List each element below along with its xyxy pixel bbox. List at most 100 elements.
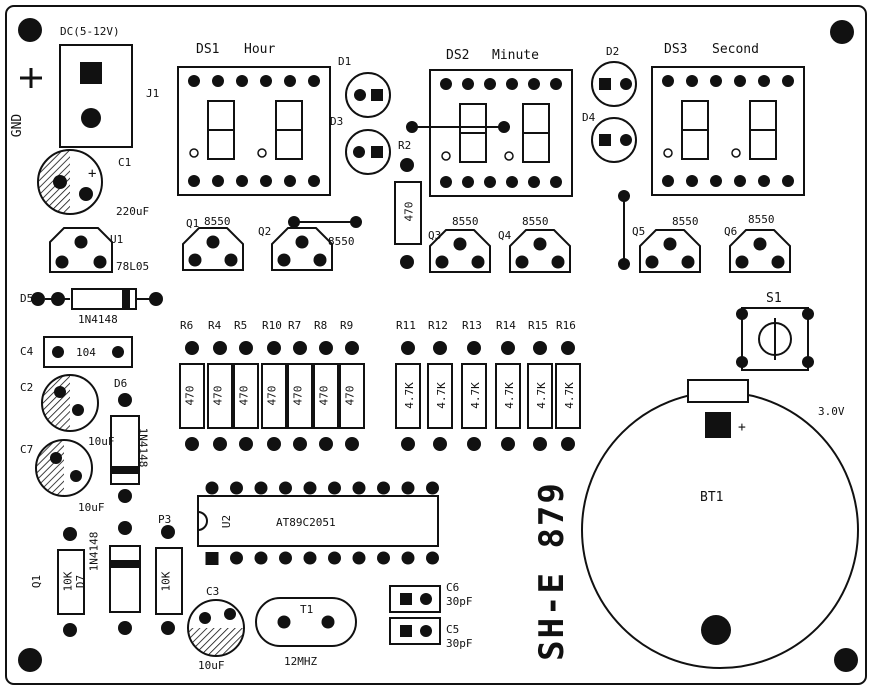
resistor-value-r16: 4.7K — [562, 382, 576, 409]
led-d1 — [345, 72, 391, 118]
resistor-r9 — [339, 341, 365, 451]
q2-ref: Q2 — [258, 225, 272, 238]
resistor-q1 — [57, 527, 85, 637]
resistor-r8 — [313, 341, 339, 451]
resistor-r14 — [495, 341, 521, 451]
diode-d5 — [31, 288, 163, 310]
capacitor-c1: + — [37, 149, 103, 215]
q4-type: 8550 — [522, 215, 549, 228]
capacitor-c2 — [41, 374, 99, 432]
resistor-value-r5: 470 — [237, 385, 251, 406]
resistor-ref-r14: R14 — [496, 319, 516, 332]
q2-type: 8550 — [328, 235, 355, 248]
led-d3 — [345, 129, 391, 175]
transistor-q6 — [729, 229, 791, 273]
resistor-value-r11: 4.7K — [402, 382, 416, 409]
u2-type: AT89C2051 — [276, 516, 336, 529]
capacitor-c5 — [389, 617, 441, 645]
resistor-value-r13: 4.7K — [468, 382, 482, 409]
p3-label: P3 — [158, 513, 172, 526]
transistor-q4 — [509, 229, 571, 273]
resistor-r7 — [287, 341, 313, 451]
resistor-value-r15: 4.7K — [534, 382, 548, 409]
resistor-ref-r11: R11 — [396, 319, 416, 332]
c3-label: C3 — [206, 585, 220, 598]
resistor-r13 — [461, 341, 487, 451]
c2-label: C2 — [20, 381, 34, 394]
j1-label: J1 — [146, 87, 160, 100]
c7-label: C7 — [20, 443, 34, 456]
resistor-value-r4: 470 — [211, 385, 225, 406]
c3-value: 10uF — [198, 659, 225, 672]
resistor-ref-r16: R16 — [556, 319, 576, 332]
u1-type: 78L05 — [116, 260, 150, 273]
resistor-value-r14: 4.7K — [502, 382, 516, 409]
resistor-ref-r8: R8 — [314, 319, 328, 332]
c1-value: 220uF — [116, 205, 150, 218]
resistor-value-r7: 470 — [291, 385, 305, 406]
resistor-r4 — [207, 341, 233, 451]
resistor-ref-r10: R10 — [262, 319, 282, 332]
q1-value: 10K — [61, 571, 75, 592]
q6-ref: Q6 — [724, 225, 738, 238]
resistor-array-470 — [179, 341, 365, 451]
regulator-u1 — [49, 227, 113, 273]
q4-ref: Q4 — [498, 229, 512, 242]
resistor-array-4k7 — [395, 341, 581, 451]
resistor-ref-r4: R4 — [208, 319, 222, 332]
dc-jack-j1 — [59, 44, 133, 148]
resistor-ref-r5: R5 — [234, 319, 248, 332]
resistor-ref-r6: R6 — [180, 319, 194, 332]
svg-text:+: + — [88, 166, 96, 182]
d2-label: D2 — [606, 45, 620, 58]
switch-s1 — [736, 307, 814, 371]
resistor-value-r6: 470 — [183, 385, 197, 406]
resistor-r15 — [527, 341, 553, 451]
battery-plus: + — [738, 420, 746, 435]
d6-type: 1N4148 — [136, 427, 150, 468]
q5-type: 8550 — [672, 215, 699, 228]
c6-value: 30pF — [446, 595, 473, 608]
q5-ref: Q5 — [632, 225, 646, 238]
transistor-q5 — [639, 229, 701, 273]
transistor-q1 — [182, 227, 244, 271]
ds2-label: DS2 — [446, 48, 470, 63]
ds3-name: Second — [712, 42, 759, 57]
q1-label: Q1 — [30, 574, 44, 589]
capacitor-c3 — [187, 599, 245, 657]
capacitor-c6 — [389, 585, 441, 613]
ds3-label: DS3 — [664, 42, 688, 57]
resistor-r5 — [233, 341, 259, 451]
d4-label: D4 — [582, 111, 596, 124]
c1-label: C1 — [118, 156, 132, 169]
gnd-label: GND — [10, 113, 26, 138]
s1-label: S1 — [766, 291, 782, 306]
c6-label: C6 — [446, 581, 460, 594]
resistor-value-r10: 470 — [265, 385, 279, 406]
c2-value: 10uF — [88, 435, 115, 448]
battery-voltage: 3.0V — [818, 405, 845, 418]
resistor-value-r12: 4.7K — [434, 382, 448, 409]
d3-label: D3 — [330, 115, 344, 128]
u1-label: U1 — [110, 233, 124, 246]
t1-value: 12MHZ — [284, 655, 318, 668]
resistor-ref-r13: R13 — [462, 319, 482, 332]
r2-value: 470 — [402, 201, 416, 222]
led-d2 — [591, 61, 637, 107]
c5-label: C5 — [446, 623, 460, 636]
resistor-r6 — [179, 341, 205, 451]
resistor-r11 — [395, 341, 421, 451]
ic-u2 — [197, 481, 439, 565]
ds1-label: DS1 — [196, 42, 220, 57]
diode-d6 — [110, 393, 140, 503]
ds1-name: Hour — [244, 42, 276, 57]
transistor-q2 — [271, 227, 333, 271]
resistor-p3 — [155, 525, 183, 635]
resistor-r2 — [394, 158, 422, 269]
transistors — [182, 227, 791, 273]
q1-ref: Q1 — [186, 217, 200, 230]
resistor-r16 — [555, 341, 581, 451]
d7-type: 1N4148 — [87, 531, 101, 572]
resistor-value-r8: 470 — [317, 385, 331, 406]
